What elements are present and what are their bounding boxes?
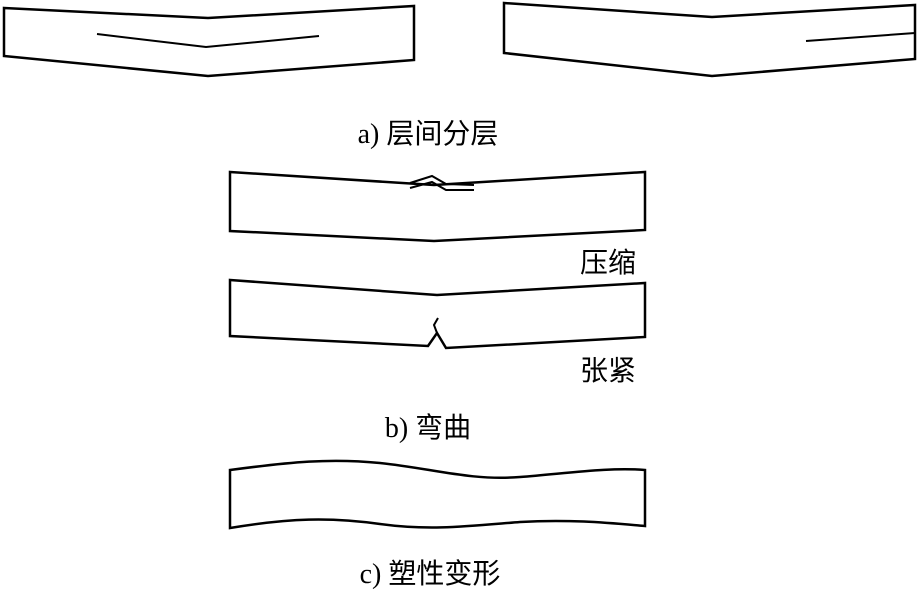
- label-bending: b) 弯曲: [385, 412, 471, 444]
- compression-buckle: [409, 174, 475, 186]
- compression-plate: [228, 170, 647, 243]
- delamination-left-crack: [96, 33, 320, 49]
- tension-crack: [432, 317, 439, 334]
- label-tension: 张紧: [580, 356, 636, 387]
- plastic-deformation-plate: [228, 459, 647, 530]
- label-delamination: a) 层间分层: [358, 118, 499, 150]
- delamination-left-plate: [2, 4, 416, 78]
- label-compression: 压缩: [580, 247, 636, 279]
- delamination-right-crack: [805, 32, 916, 42]
- label-plastic-deformation: c) 塑性变形: [360, 558, 501, 590]
- delamination-right-plate: [502, 1, 917, 78]
- tension-plate: [228, 278, 647, 350]
- compression-buckle-inner: [409, 180, 474, 191]
